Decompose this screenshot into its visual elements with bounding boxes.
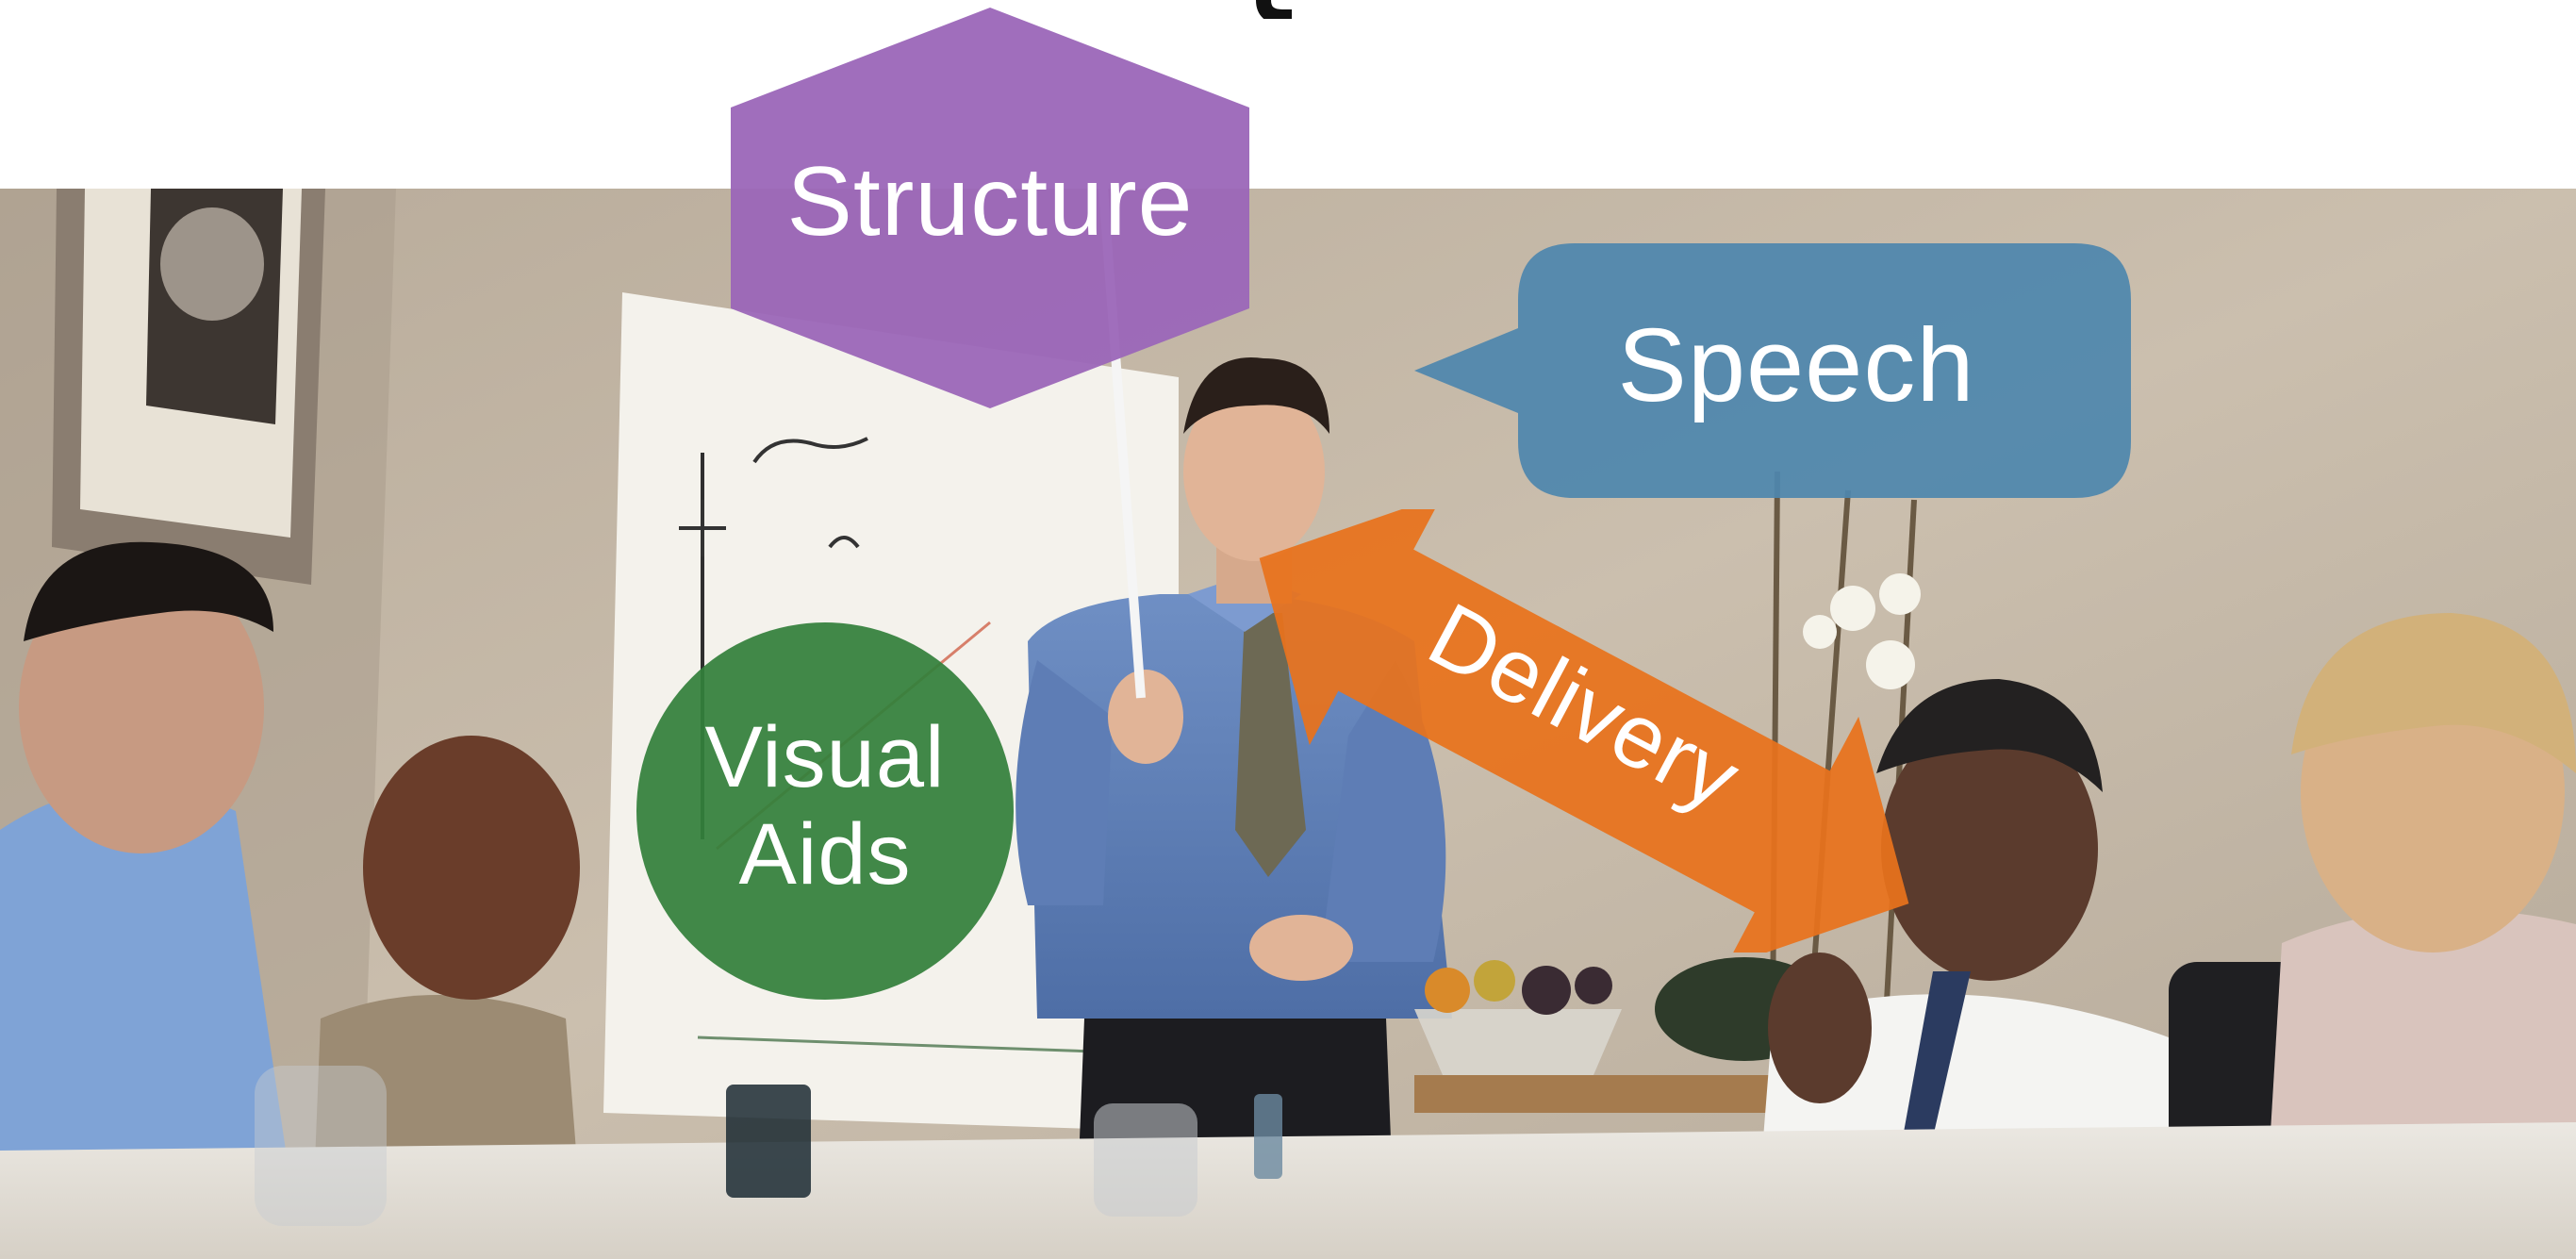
delivery-double-arrow (1259, 509, 1909, 953)
top-band (0, 0, 2576, 189)
speech-bubble (1414, 243, 2131, 498)
structure-hexagon (731, 8, 1249, 408)
framed-picture (52, 189, 325, 585)
visual-aids-circle (636, 622, 1014, 1000)
slide-heading-fragment (1226, 0, 1414, 19)
fruit-bowl (1414, 960, 1622, 1075)
seated-man-left (0, 541, 302, 1259)
